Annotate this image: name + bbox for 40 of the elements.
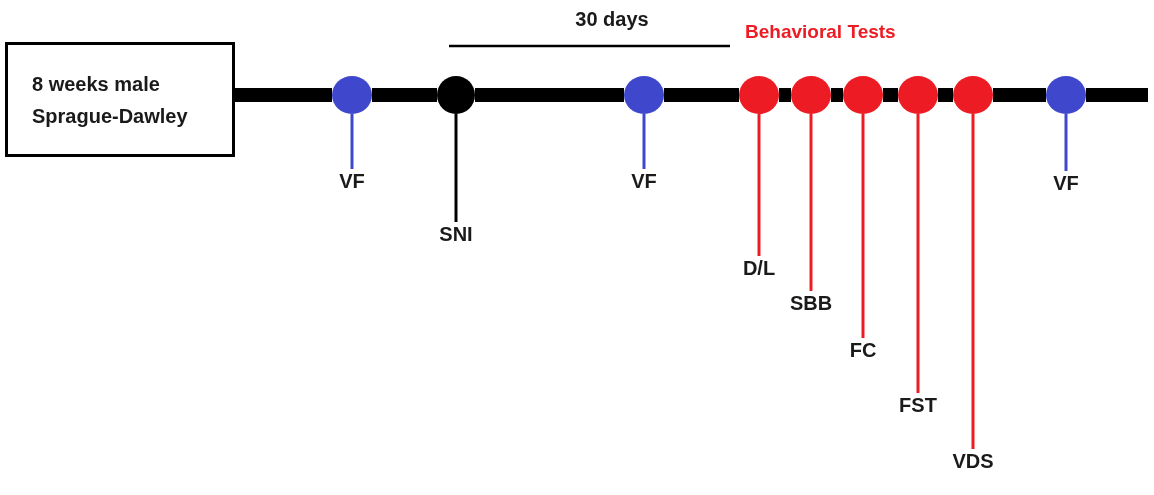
timeline-segment (664, 88, 739, 102)
timepoint-dot (953, 76, 993, 114)
phase-label: Behavioral Tests (745, 20, 896, 44)
timeline-segment (235, 88, 332, 102)
duration-label: 30 days (575, 7, 649, 31)
timepoint-dot (624, 76, 664, 114)
timeline-segment (883, 88, 898, 102)
subject-box: 8 weeks male Sprague-Dawley (5, 42, 235, 157)
timeline-segment (475, 88, 624, 102)
leader-line (350, 114, 354, 169)
leader-line (1064, 114, 1068, 171)
timepoint-dot (332, 76, 372, 114)
timepoint-dot (898, 76, 938, 114)
timeline-segment (993, 88, 1046, 102)
leader-line (757, 114, 761, 256)
timepoint-label: SBB (789, 291, 833, 315)
timeline-segment (938, 88, 953, 102)
timepoint-label: VF (339, 169, 365, 193)
timepoint-label: FST (899, 393, 937, 417)
timeline-segment (831, 88, 843, 102)
timepoint-label: SNI (439, 222, 473, 246)
timepoint-dot (1046, 76, 1086, 114)
leader-line (454, 114, 458, 222)
leader-line (916, 114, 920, 393)
timepoint-label: FC (849, 338, 877, 362)
timepoint-dot (739, 76, 779, 114)
timepoint-label: VF (1053, 171, 1079, 195)
timeline-segment (1086, 88, 1148, 102)
timepoint-label: D/L (742, 256, 776, 280)
timepoint-dot (791, 76, 831, 114)
timeline-segment (779, 88, 791, 102)
leader-line (642, 114, 646, 169)
timepoint-dot (843, 76, 883, 114)
leader-line (861, 114, 865, 338)
timepoint-label: VF (631, 169, 657, 193)
timepoint-dot (437, 76, 475, 114)
timepoint-label: VDS (952, 449, 994, 473)
leader-line (809, 114, 813, 291)
leader-line (971, 114, 975, 449)
timeline-segment (372, 88, 437, 102)
